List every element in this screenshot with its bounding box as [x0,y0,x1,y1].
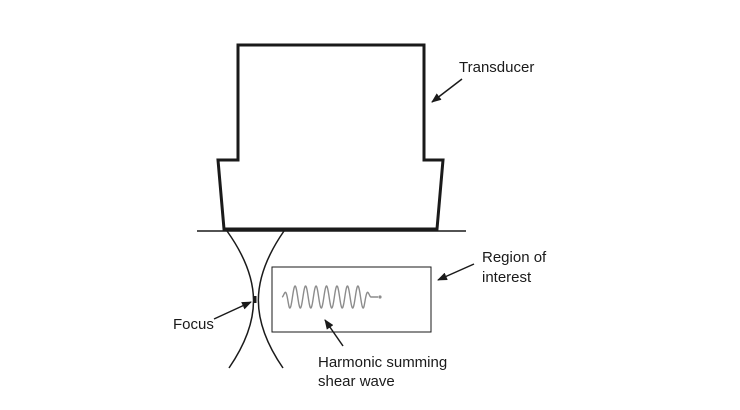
region-label-line1: Region of [482,249,547,266]
transducer-arrow [431,78,463,103]
region-label-line2: interest [482,269,532,286]
harmonic-arrow [324,319,344,347]
harmonic-label-line2: shear wave [318,373,395,390]
transducer-label: Transducer [459,59,534,76]
region-arrow [437,263,475,281]
focus-label: Focus [173,316,214,333]
region-of-interest-box [271,266,432,333]
beam-right-curve [257,230,285,369]
shear-wave [281,285,378,309]
transducer-shape [216,43,445,231]
harmonic-label-line1: Harmonic summing [318,354,447,371]
beam-left-curve [226,230,255,369]
shear-wave-tail-dot [378,295,382,299]
focus-arrow [213,301,252,320]
